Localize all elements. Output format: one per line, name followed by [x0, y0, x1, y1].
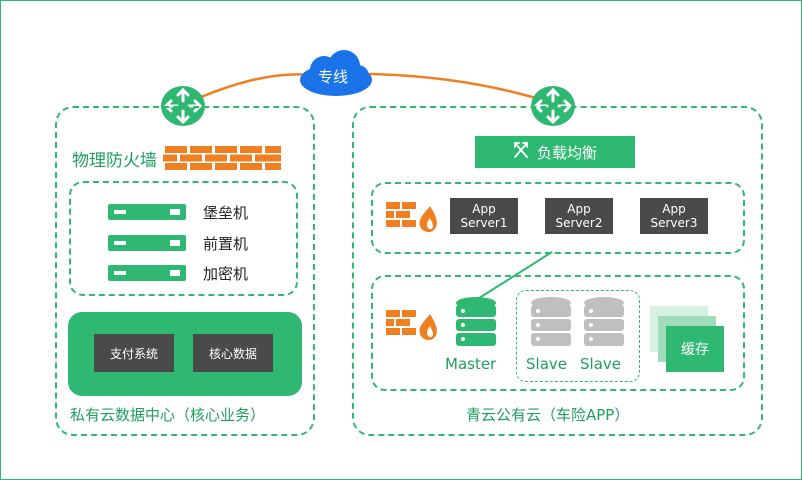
cache-box: 缓存	[666, 326, 724, 372]
app-server-3-line2: Server3	[650, 216, 698, 230]
link-line-right	[367, 72, 556, 106]
server-label-encryption: 加密机	[203, 265, 249, 283]
private-cloud-region	[55, 106, 315, 436]
server-label-front: 前置机	[203, 235, 249, 253]
server-label-bastion: 堡垒机	[203, 204, 249, 222]
core-box-data: 核心数据	[193, 334, 273, 372]
public-cloud-caption: 青云公有云（车险APP）	[466, 406, 630, 424]
load-balancer-label: 负载均衡	[536, 143, 597, 162]
cloud-icon	[296, 48, 376, 98]
firewall-label: 物理防火墙	[72, 151, 157, 171]
app-server-1-line2: Server1	[460, 216, 508, 230]
slave-label-2: Slave	[580, 355, 621, 373]
data-tier-group	[371, 275, 745, 391]
app-server-2: App Server2	[545, 198, 613, 234]
firewall-icon	[163, 146, 283, 170]
server-icon	[108, 202, 186, 222]
core-box-payment: 支付系统	[94, 334, 174, 372]
load-balancer-icon	[513, 141, 529, 163]
database-icon	[530, 296, 572, 348]
app-server-3-line1: App	[662, 202, 686, 216]
server-icon	[108, 263, 186, 283]
app-server-1-line1: App	[472, 202, 496, 216]
firewall-icon	[386, 308, 442, 342]
load-balancer-box: 负载均衡	[475, 136, 635, 168]
public-cloud-region	[352, 106, 763, 436]
master-label: Master	[445, 355, 497, 373]
slave-label-1: Slave	[526, 355, 567, 373]
database-icon	[455, 296, 497, 348]
cloud-link-label: 专线	[318, 68, 349, 86]
app-server-2-line2: Server2	[555, 216, 603, 230]
server-icon	[108, 233, 186, 253]
firewall-icon	[386, 200, 442, 234]
app-server-2-line1: App	[567, 202, 591, 216]
app-server-3: App Server3	[640, 198, 708, 234]
app-server-1: App Server1	[450, 198, 518, 234]
slave-group	[516, 290, 640, 382]
private-cloud-caption: 私有云数据中心（核心业务）	[70, 406, 266, 424]
database-icon	[583, 296, 625, 348]
server-group	[69, 181, 298, 296]
app-server-group	[371, 182, 745, 254]
